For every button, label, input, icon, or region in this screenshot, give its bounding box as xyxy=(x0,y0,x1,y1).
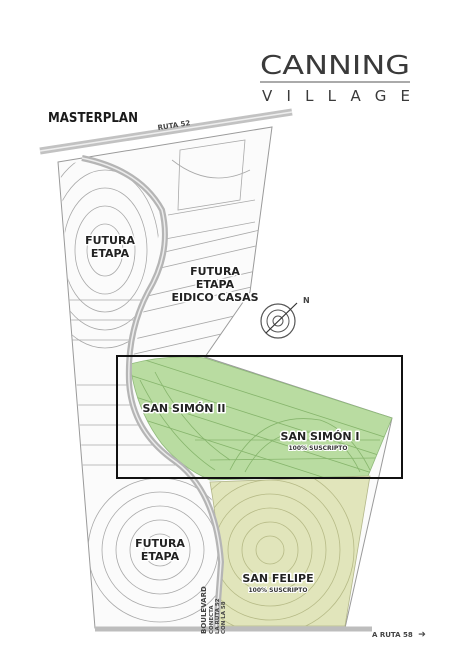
map-title: MASTERPLAN xyxy=(48,111,138,126)
svg-text:SAN FELIPE: SAN FELIPE xyxy=(242,572,313,585)
svg-text:FUTURA: FUTURA xyxy=(190,265,240,278)
svg-text:ETAPA: ETAPA xyxy=(141,550,180,563)
compass-north-label: N xyxy=(303,296,310,305)
road-ruta-58: A RUTA 58 ➔ xyxy=(95,626,426,640)
brand-tagline: VILLAGE xyxy=(262,87,410,105)
zone-label-san-simon-1: SAN SIMÓN I 100% SUSCRIPTO xyxy=(279,429,361,454)
svg-text:ETAPA: ETAPA xyxy=(91,247,130,260)
zone-label-futura-etapa-lower: FUTURA ETAPA xyxy=(134,536,187,565)
svg-text:SAN SIMÓN I: SAN SIMÓN I xyxy=(281,430,360,443)
compass-rose-icon: N xyxy=(260,296,310,339)
boulevard-caption: BOULEVARD CONECTA LA RUTA 52 CON LA 58 xyxy=(200,586,227,634)
status-badge: 100% SUSCRIPTO xyxy=(289,445,348,452)
zone-label-san-felipe: SAN FELIPE 100% SUSCRIPTO xyxy=(241,571,315,596)
highlight-frame xyxy=(116,355,403,479)
brand-name: CANNING xyxy=(260,51,410,81)
boulevard-caption-line-3: LA RUTA 52 xyxy=(215,598,221,634)
zone-label-san-simon-2: SAN SIMÓN II xyxy=(141,401,227,417)
svg-text:FUTURA: FUTURA xyxy=(135,537,185,550)
arrow-right-icon: ➔ xyxy=(418,630,426,640)
lots-san-felipe xyxy=(210,476,355,626)
zone-label-futura-etapa-eidico: FUTURA ETAPA EIDICO CASAS xyxy=(170,264,260,306)
lots-eidico-casas xyxy=(129,139,261,356)
boulevard-caption-line-4: CON LA 58 xyxy=(221,601,227,634)
zone-san-simon-fill xyxy=(129,356,393,481)
road-ruta-58-label: A RUTA 58 ➔ xyxy=(372,630,426,640)
road-ruta-52: RUTA 52 xyxy=(39,108,293,155)
brand-logo: CANNING VILLAGE xyxy=(260,51,410,105)
svg-text:SAN SIMÓN II: SAN SIMÓN II xyxy=(142,402,225,415)
svg-text:EIDICO CASAS: EIDICO CASAS xyxy=(171,291,258,304)
zone-san-felipe-fill xyxy=(209,475,371,627)
status-badge: 100% SUSCRIPTO xyxy=(249,587,308,594)
svg-text:FUTURA: FUTURA xyxy=(85,234,135,247)
zone-label-futura-etapa-upper: FUTURA ETAPA xyxy=(84,233,137,262)
boulevard-caption-line-2: CONECTA xyxy=(209,605,215,634)
svg-text:ETAPA: ETAPA xyxy=(196,278,235,291)
boulevard-caption-line-1: BOULEVARD xyxy=(200,586,208,634)
lots-san-simon xyxy=(130,356,392,480)
